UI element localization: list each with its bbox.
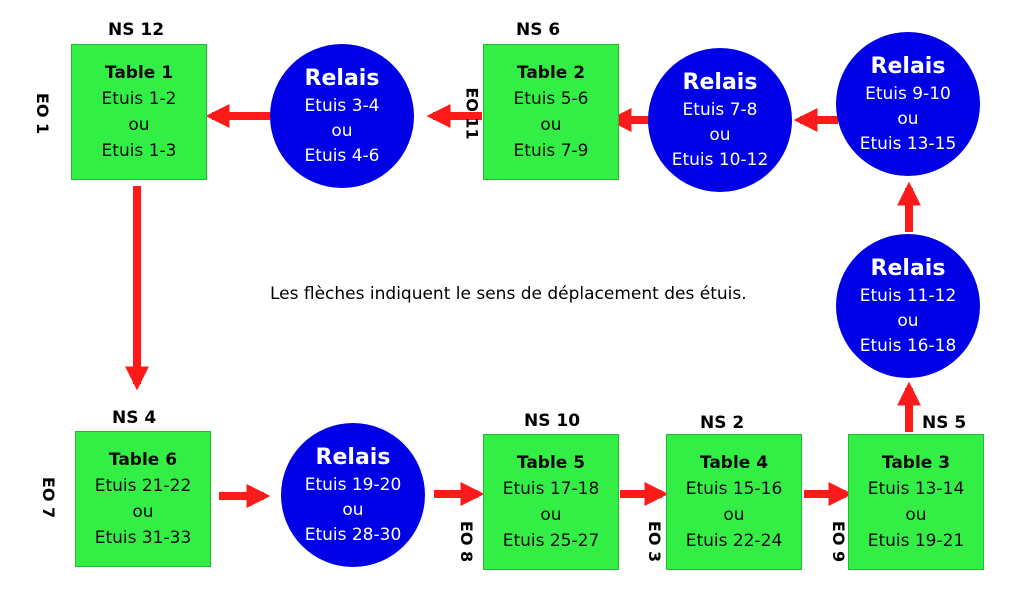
table-or: ou xyxy=(723,505,745,525)
ns-label-table-6: NS 4 xyxy=(112,408,157,428)
eo-label-table-2: EO 11 xyxy=(462,87,482,140)
relay-title: Relais xyxy=(870,255,946,281)
table-title: Table 4 xyxy=(699,453,769,473)
table-1: Table 1 Etuis 1-2 ou Etuis 1-3 xyxy=(71,44,207,180)
relay-boards-a: Etuis 19-20 xyxy=(304,474,402,495)
table-boards-b: Etuis 7-9 xyxy=(513,141,589,161)
table-boards-b: Etuis 1-3 xyxy=(101,141,177,161)
relay-boards-b: Etuis 4-6 xyxy=(304,145,380,166)
table-or: ou xyxy=(905,505,927,525)
table-3: Table 3 Etuis 13-14 ou Etuis 19-21 xyxy=(848,434,984,570)
table-title: Table 6 xyxy=(108,450,178,470)
table-title: Table 5 xyxy=(516,453,586,473)
eo-label-table-5: EO 8 xyxy=(457,520,477,563)
table-boards-a: Etuis 5-6 xyxy=(513,89,589,109)
table-boards-b: Etuis 25-27 xyxy=(502,531,600,551)
relay-2: Relais Etuis 7-8 ou Etuis 10-12 xyxy=(648,48,792,192)
relay-title: Relais xyxy=(682,69,758,95)
relay-boards-a: Etuis 11-12 xyxy=(859,285,957,306)
eo-label-table-6: EO 7 xyxy=(39,476,59,519)
relay-title: Relais xyxy=(304,65,380,91)
table-boards-b: Etuis 19-21 xyxy=(867,531,965,551)
relay-1: Relais Etuis 3-4 ou Etuis 4-6 xyxy=(270,44,414,188)
table-or: ou xyxy=(132,502,154,522)
ns-label-table-2: NS 6 xyxy=(516,20,561,40)
table-title: Table 3 xyxy=(881,453,951,473)
ns-label-table-1: NS 12 xyxy=(108,20,165,40)
relay-or: ou xyxy=(342,499,364,520)
table-5: Table 5 Etuis 17-18 ou Etuis 25-27 xyxy=(483,434,619,570)
relay-or: ou xyxy=(897,310,919,331)
table-boards-a: Etuis 17-18 xyxy=(502,479,600,499)
relay-boards-b: Etuis 28-30 xyxy=(304,524,402,545)
table-4: Table 4 Etuis 15-16 ou Etuis 22-24 xyxy=(666,434,802,570)
table-boards-a: Etuis 13-14 xyxy=(867,479,965,499)
eo-label-table-1: EO 1 xyxy=(33,92,53,135)
relay-title: Relais xyxy=(870,53,946,79)
relay-5: Relais Etuis 19-20 ou Etuis 28-30 xyxy=(281,423,425,567)
table-boards-b: Etuis 31-33 xyxy=(94,528,192,548)
relay-3: Relais Etuis 9-10 ou Etuis 13-15 xyxy=(836,32,980,176)
relay-or: ou xyxy=(897,108,919,129)
relay-boards-b: Etuis 13-15 xyxy=(859,133,957,154)
relay-boards-a: Etuis 9-10 xyxy=(865,83,951,104)
relay-boards-a: Etuis 7-8 xyxy=(682,99,758,120)
eo-label-table-3: EO 9 xyxy=(829,520,849,563)
relay-4: Relais Etuis 11-12 ou Etuis 16-18 xyxy=(836,234,980,378)
ns-label-table-4: NS 2 xyxy=(700,413,745,433)
table-2: Table 2 Etuis 5-6 ou Etuis 7-9 xyxy=(483,44,619,180)
table-boards-a: Etuis 15-16 xyxy=(685,479,783,499)
table-or: ou xyxy=(128,115,150,135)
relay-boards-b: Etuis 10-12 xyxy=(671,149,769,170)
ns-label-table-3: NS 5 xyxy=(922,413,967,433)
legend-note: Les flèches indiquent le sens de déplace… xyxy=(270,284,747,304)
ns-label-table-5: NS 10 xyxy=(524,411,581,431)
eo-label-table-4: EO 3 xyxy=(645,520,665,563)
table-boards-b: Etuis 22-24 xyxy=(685,531,783,551)
table-or: ou xyxy=(540,115,562,135)
relay-boards-a: Etuis 3-4 xyxy=(304,95,380,116)
table-6: Table 6 Etuis 21-22 ou Etuis 31-33 xyxy=(75,431,211,567)
relay-title: Relais xyxy=(315,444,391,470)
relay-boards-b: Etuis 16-18 xyxy=(859,335,957,356)
table-boards-a: Etuis 1-2 xyxy=(101,89,177,109)
table-title: Table 1 xyxy=(104,63,174,83)
table-or: ou xyxy=(540,505,562,525)
table-title: Table 2 xyxy=(516,63,586,83)
relay-or: ou xyxy=(709,124,731,145)
table-boards-a: Etuis 21-22 xyxy=(94,476,192,496)
relay-or: ou xyxy=(331,120,353,141)
